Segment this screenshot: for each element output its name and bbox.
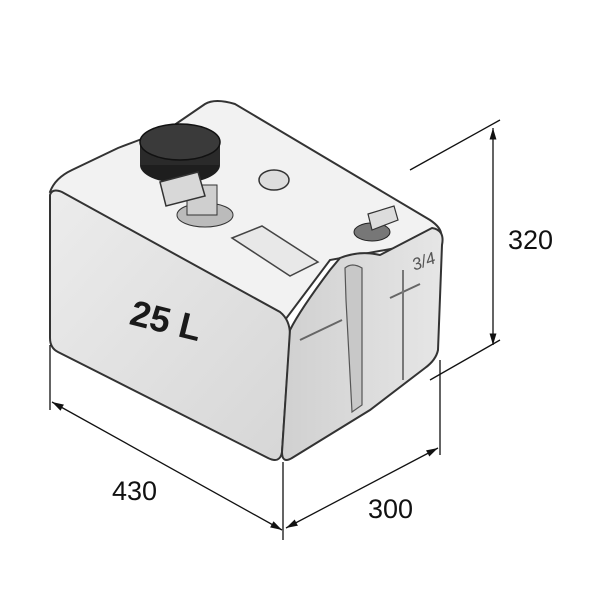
dimension-width-label: 300: [368, 494, 414, 524]
dimension-length-label: 430: [112, 476, 158, 506]
top-opening: [258, 169, 290, 191]
side-recess: [344, 264, 363, 414]
dimension-lines: [49, 119, 501, 540]
filler-cap: [139, 123, 221, 161]
vent-fitting: [367, 205, 399, 231]
hose-elbow-fitting: [159, 171, 206, 207]
label-plate: [230, 225, 320, 277]
dimension-height-label: 320: [508, 225, 554, 255]
